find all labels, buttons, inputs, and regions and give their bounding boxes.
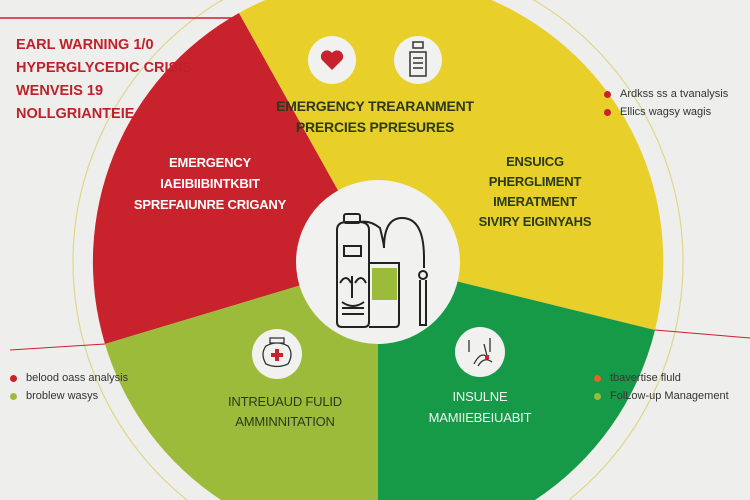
title-line: HYPERGLYCEDIC CRISIS xyxy=(16,60,192,76)
legend-text: belood oass analysis xyxy=(26,372,129,384)
segment-light-green xyxy=(105,262,378,500)
bullet-icon xyxy=(594,392,601,400)
legend-item: belood oass analysis xyxy=(10,369,128,387)
title-leader-line xyxy=(0,17,269,96)
label-line: EMERGENCY xyxy=(169,155,251,170)
segment-green xyxy=(378,262,655,500)
legend-bottom-left: belood oass analysis broblew wasys xyxy=(10,369,128,405)
label-line: EMERGENCY TREARANMENT xyxy=(276,98,474,114)
iv-bottle-icon xyxy=(336,213,428,328)
left-leader-line xyxy=(9,343,106,351)
label-line: INSULNE xyxy=(452,389,508,404)
right-leader-line xyxy=(654,329,750,339)
segment-right-label: ENSUICG PHERGLIMENT IMERATMENT SIVIRY EI… xyxy=(470,152,600,232)
legend-text: Ardkss ss a tvanalysis xyxy=(620,88,729,100)
label-line: SIVIRY EIGINYAHS xyxy=(478,214,592,229)
bullet-icon xyxy=(10,374,17,382)
label-line: MAMIIEBEIUABIT xyxy=(428,410,532,425)
label-line: PRERCIES PPRESURES xyxy=(295,119,455,135)
legend-bottom-right: tbavertise fluld FolLow-up Management xyxy=(594,369,729,405)
label-line: PHERGLIMENT xyxy=(488,174,582,189)
legend-item: tbavertise fluld xyxy=(594,369,729,387)
legend-item: broblew wasys xyxy=(10,387,128,405)
legend-text: broblew wasys xyxy=(26,390,99,402)
bullet-icon xyxy=(10,392,17,400)
label-line: IMERATMENT xyxy=(493,194,577,209)
legend-text: FolLow-up Management xyxy=(610,390,729,402)
title-line: NOLLGRIANTEIE xyxy=(16,106,135,122)
segment-red-label: EMERGENCY IAEIBIIBINTKBIT SPREFAIUNRE CR… xyxy=(125,152,295,215)
page-title: EARL WARNING 1/0 HYPERGLYCEDIC CRISIS WE… xyxy=(16,34,192,126)
legend-text: Ellics wagsy wagis xyxy=(620,106,712,118)
medicine-bottle-icon xyxy=(409,41,427,77)
bottle-icon-circle xyxy=(394,36,442,84)
bullet-icon xyxy=(604,108,611,116)
legend-text: tbavertise fluld xyxy=(610,372,681,384)
label-line: INTREUAUD FULID xyxy=(227,394,342,409)
segment-yellow xyxy=(239,0,664,330)
legend-item: Ellics wagsy wagis xyxy=(604,103,728,121)
insulin-icon-circle xyxy=(455,327,505,377)
legend-item: Ardkss ss a tvanalysis xyxy=(604,85,728,103)
title-line: WENVEIS 19 xyxy=(16,83,104,99)
bullet-icon xyxy=(604,90,611,98)
title-line: EARL WARNING 1/0 xyxy=(16,37,154,53)
label-line: ENSUICG xyxy=(506,154,564,169)
segment-green-label: INSULNE MAMIIEBEIUABIT xyxy=(405,386,555,428)
label-line: SPREFAIUNRE CRIGANY xyxy=(133,197,287,212)
heart-icon xyxy=(320,50,344,70)
label-line: IAEIBIIBINTKBIT xyxy=(160,176,260,191)
segment-light-green-label: INTREUAUD FULID AMMINNITATION xyxy=(210,392,360,432)
injection-icon xyxy=(468,338,493,367)
fluid-bag-icon xyxy=(262,337,292,368)
label-line: AMMINNITATION xyxy=(235,414,335,429)
segment-top-label: EMERGENCY TREARANMENT PRERCIES PPRESURES xyxy=(250,96,500,138)
iv-bag-fill xyxy=(372,268,397,300)
legend-item: FolLow-up Management xyxy=(594,387,729,405)
legend-top-right: Ardkss ss a tvanalysis Ellics wagsy wagi… xyxy=(604,85,728,121)
outer-ring xyxy=(72,0,684,500)
bullet-icon xyxy=(594,374,601,382)
